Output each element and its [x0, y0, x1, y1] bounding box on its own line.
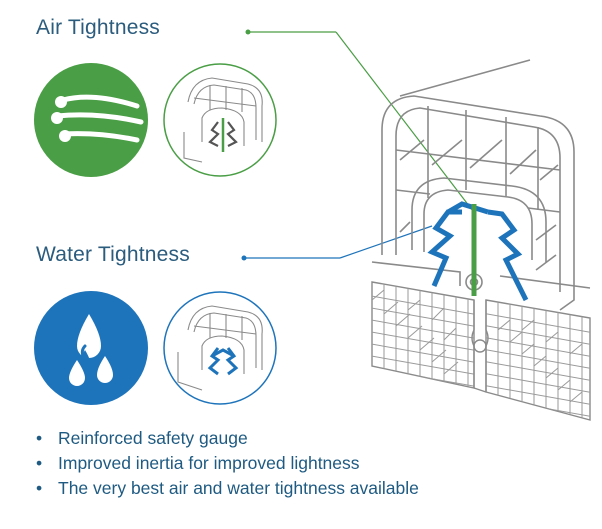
air-tightness-label: Air Tightness: [36, 16, 160, 39]
list-item: •Improved inertia for improved lightness: [36, 453, 360, 473]
list-item: •Reinforced safety gauge: [36, 428, 248, 448]
air-detail-zoom-icon: [163, 63, 277, 177]
air-leader-line: [245, 29, 477, 216]
center-joint: [471, 300, 489, 393]
water-drops-icon: [34, 291, 148, 405]
water-barrier-seal: [427, 201, 529, 302]
air-flow-icon: [34, 63, 148, 177]
list-item: •The very best air and water tightness a…: [36, 478, 419, 498]
water-leader-line: [241, 225, 433, 261]
water-tightness-label: Water Tightness: [36, 243, 190, 266]
window-profile-upper: [371, 59, 591, 311]
water-detail-zoom-icon: [163, 291, 277, 405]
grid-block-right: [485, 299, 591, 421]
feature-list: •Reinforced safety gauge •Improved inert…: [36, 426, 419, 501]
